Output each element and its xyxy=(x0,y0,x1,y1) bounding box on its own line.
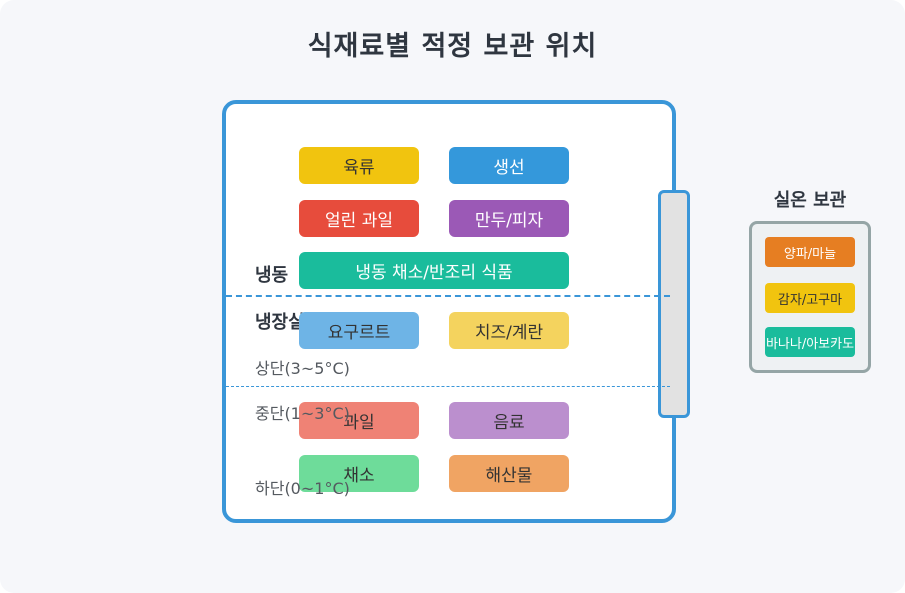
diagram-title: 식재료별 적정 보관 위치 xyxy=(307,31,598,62)
freezer-item-frozen-fruit: 얼린 과일 xyxy=(299,200,419,237)
item-label: 생선 xyxy=(493,158,525,178)
fridge-handle xyxy=(658,190,690,418)
freezer-item-dumpling-pizza: 만두/피자 xyxy=(449,200,569,237)
item-label: 육류 xyxy=(343,158,375,178)
freezer-item-frozen-vegetables: 냉동 채소/반조리 식품 xyxy=(299,252,569,289)
fridge-item-drinks: 음료 xyxy=(449,402,569,439)
pantry-item-potato: 감자/고구마 xyxy=(765,283,855,313)
fridge-item-vegetables: 채소 xyxy=(299,455,419,492)
item-label: 바나나/아보카도 xyxy=(765,336,855,352)
fridge-item-fruit: 과일 xyxy=(299,402,419,439)
upper-shelf-label: 상단(3~5°C) xyxy=(255,359,350,378)
middle-shelf-label: 중단(1~3°C) xyxy=(255,404,350,423)
pantry-item-banana-avocado: 바나나/아보카도 xyxy=(765,327,855,357)
freezer-section-label: 냉동 xyxy=(255,265,289,286)
item-label: 만두/피자 xyxy=(474,211,544,231)
shelf-divider xyxy=(226,386,670,387)
fridge-item-yogurt: 요구르트 xyxy=(299,312,419,349)
lower-shelf-label: 하단(0~1°C) xyxy=(255,479,350,498)
pantry-title: 실온 보관 xyxy=(773,190,847,211)
freezer-item-meat: 육류 xyxy=(299,147,419,184)
item-label: 해산물 xyxy=(485,466,533,486)
fridge-item-cheese-egg: 치즈/계란 xyxy=(449,312,569,349)
item-label: 과일 xyxy=(343,413,375,433)
item-label: 감자/고구마 xyxy=(777,292,843,308)
fridge-item-seafood: 해산물 xyxy=(449,455,569,492)
item-label: 요구르트 xyxy=(327,323,391,343)
freezer-divider xyxy=(226,295,670,297)
item-label: 채소 xyxy=(343,466,375,486)
pantry-item-onion-garlic: 양파/마늘 xyxy=(765,237,855,267)
freezer-item-fish: 생선 xyxy=(449,147,569,184)
fridge-section-label: 냉장실 xyxy=(255,312,305,333)
item-label: 양파/마늘 xyxy=(783,246,837,262)
item-label: 치즈/계란 xyxy=(474,323,544,343)
item-label: 얼린 과일 xyxy=(325,211,393,231)
item-label: 음료 xyxy=(493,413,525,433)
item-label: 냉동 채소/반조리 식품 xyxy=(355,263,513,283)
